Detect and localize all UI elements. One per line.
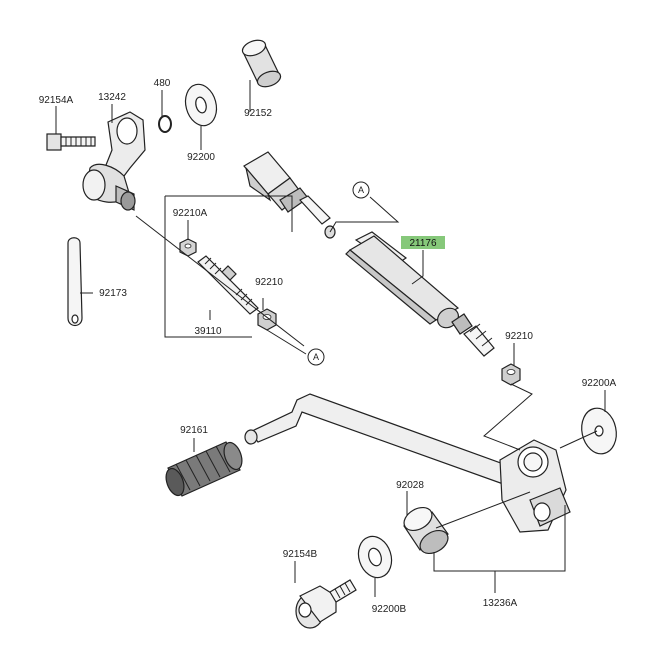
rod-39110-part [197,255,259,315]
washer-92200-part [184,83,218,127]
svg-text:A: A [358,185,364,195]
boot-92173-part [67,237,83,327]
bolt-92154B-part [295,579,357,629]
label-21176-highlight [401,236,445,249]
label-92173[interactable]: 92173 [99,288,127,299]
washer-92200B-part [357,535,393,579]
shift-sensor-21176-part [243,151,495,357]
svg-text:A: A [313,352,319,362]
label-92200[interactable]: 92200 [187,152,215,163]
label-92154B[interactable]: 92154B [283,549,318,560]
label-92154A[interactable]: 92154A [39,95,74,106]
collar-92152-part [241,39,282,88]
label-13242[interactable]: 13242 [98,92,126,103]
label-92200B[interactable]: 92200B [372,604,407,615]
callout-a-top: A [352,181,370,199]
label-92210-right[interactable]: 92210 [505,331,533,342]
bushing-92028-part [403,506,449,555]
label-92028[interactable]: 92028 [396,480,424,491]
callout-a-bottom: A [307,348,325,366]
shift-arm-13242-part [82,111,146,211]
label-92210-left[interactable]: 92210 [255,277,283,288]
label-92161[interactable]: 92161 [180,425,208,436]
circlip-480-part [158,115,172,133]
shift-pedal-13236A-part [244,393,571,533]
label-92210A[interactable]: 92210A [173,208,208,219]
nut-92210-right-part [501,363,521,386]
label-21176[interactable]: 21176 [409,238,437,249]
nut-92210A-part [179,238,197,257]
label-480[interactable]: 480 [154,78,171,89]
leader-lines [55,80,606,597]
label-13236A[interactable]: 13236A [483,598,518,609]
label-92200A[interactable]: 92200A [582,378,617,389]
rubber-92161-part [165,441,243,497]
label-39110[interactable]: 39110 [194,326,222,337]
label-92152[interactable]: 92152 [244,108,272,119]
washer-92200A-part [581,407,617,455]
bolt-92154A-part [46,133,96,151]
